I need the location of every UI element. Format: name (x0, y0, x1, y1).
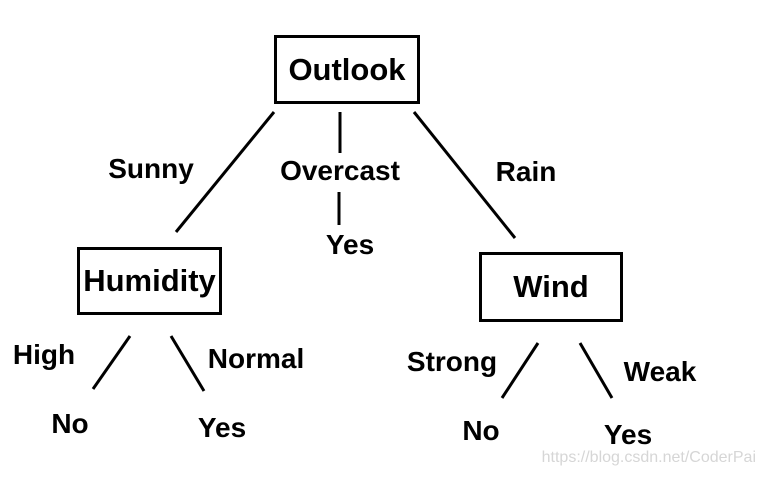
leaf-overcast-yes: Yes (325, 229, 375, 260)
leaf-strong-no: No (462, 415, 500, 446)
edge-wind-no (500, 342, 540, 399)
edge-label-strong: Strong (406, 346, 498, 377)
edge-humidity-yes (169, 335, 206, 392)
edge-outlook-humidity (174, 111, 276, 233)
node-outlook: Outlook (274, 35, 420, 104)
edge-label-sunny: Sunny (108, 153, 194, 184)
node-humidity: Humidity (77, 247, 222, 315)
leaf-weak-yes: Yes (603, 419, 653, 450)
edge-label-rain: Rain (495, 156, 557, 187)
edge-label-normal: Normal (207, 343, 305, 374)
leaf-normal-yes: Yes (197, 412, 247, 443)
edge-label-high: High (12, 339, 76, 370)
leaf-high-no: No (51, 408, 89, 439)
edge-humidity-no (91, 335, 132, 390)
edge-label-overcast: Overcast (280, 155, 400, 186)
edge-outlook-wind (412, 111, 517, 239)
node-wind: Wind (479, 252, 623, 322)
csdn-watermark: https://blog.csdn.net/CoderPai (541, 449, 756, 466)
edge-label-weak: Weak (623, 356, 697, 387)
edge-wind-yes (578, 342, 614, 399)
